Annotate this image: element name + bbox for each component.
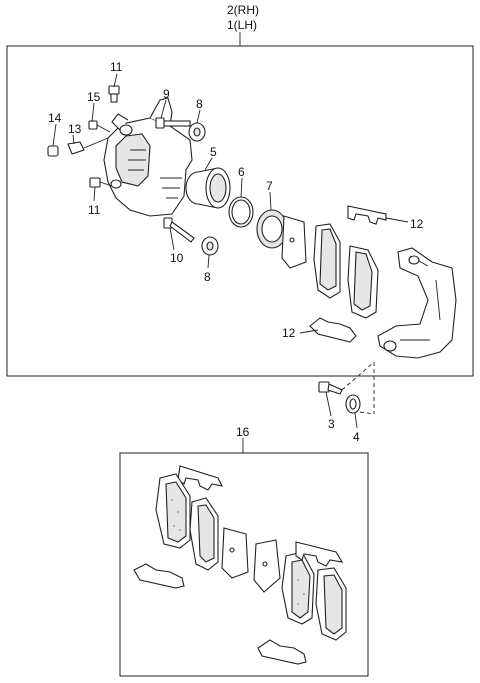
bleeder-plug bbox=[67, 137, 109, 155]
label-rh: 2(RH) bbox=[227, 3, 259, 17]
callout-carrier-washer: 4 bbox=[353, 430, 360, 444]
callout-pad-clip-upper: 12 bbox=[410, 217, 424, 231]
piston bbox=[185, 167, 231, 209]
callout-bleeder-cap: 14 bbox=[48, 111, 62, 125]
callout-piston-seal: 6 bbox=[238, 165, 245, 179]
piston-seal bbox=[228, 196, 254, 228]
callout-bolt-upper: 11 bbox=[110, 60, 123, 74]
caliper-carrier bbox=[377, 247, 457, 359]
carrier-washer bbox=[345, 394, 361, 414]
pin-boot-lower bbox=[201, 236, 219, 256]
callout-carrier-bolt: 3 bbox=[328, 417, 335, 431]
callout-pad-kit: 16 bbox=[236, 425, 250, 439]
label-lh: 1(LH) bbox=[227, 18, 257, 32]
callout-bolt-lower: 11 bbox=[88, 203, 101, 217]
guide-pin-lower bbox=[163, 217, 195, 243]
caliper-housing bbox=[103, 97, 193, 217]
leader-lines bbox=[52, 73, 409, 453]
bolt-upper bbox=[108, 85, 120, 103]
pad-shim bbox=[281, 215, 307, 269]
brake-pad-inner bbox=[313, 223, 341, 299]
callout-pin-boot-lower: 8 bbox=[204, 270, 211, 284]
guide-pin-upper bbox=[155, 117, 191, 129]
callout-pad-clip-lower: 12 bbox=[282, 326, 296, 340]
pad-kit-parts bbox=[133, 465, 347, 665]
callout-dust-boot: 7 bbox=[266, 179, 273, 193]
bleeder-screw bbox=[88, 120, 111, 133]
bleeder-cap bbox=[47, 145, 59, 157]
callout-guide-pin-lower: 10 bbox=[170, 251, 184, 265]
bolt-alignment-dash bbox=[341, 361, 375, 415]
brake-pad-outer bbox=[347, 245, 379, 319]
pad-clip-lower bbox=[309, 317, 357, 343]
pad-clip-upper bbox=[347, 205, 387, 225]
callout-pin-boot-upper: 8 bbox=[196, 97, 203, 111]
callout-bleeder-plug: 13 bbox=[68, 122, 82, 136]
callout-piston: 5 bbox=[210, 145, 217, 159]
carrier-bolt bbox=[318, 381, 343, 395]
caliper-assembly-frame bbox=[6, 45, 474, 377]
pin-boot-upper bbox=[188, 122, 206, 142]
callout-bleeder-screw: 15 bbox=[87, 90, 101, 104]
pad-kit-frame bbox=[119, 452, 369, 677]
callout-guide-pin-upper: 9 bbox=[163, 87, 170, 101]
